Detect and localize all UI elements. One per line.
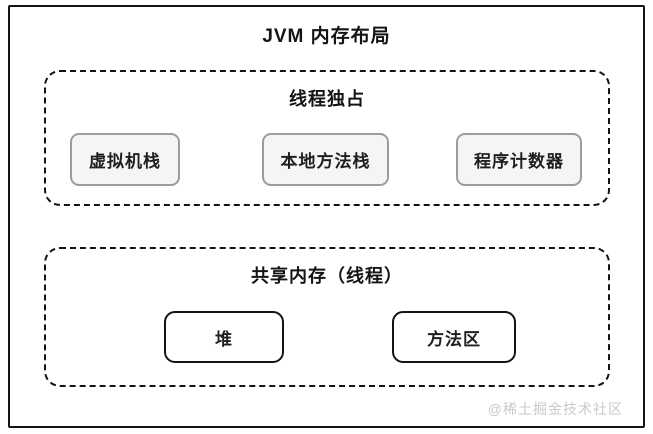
watermark: @稀土掘金技术社区 — [487, 401, 623, 417]
group-thread-exclusive: 线程独占 虚拟机栈 本地方法栈 程序计数器 — [44, 70, 610, 206]
node-method-area: 方法区 — [392, 311, 516, 363]
node-program-counter: 程序计数器 — [456, 133, 582, 186]
node-native-method-stack: 本地方法栈 — [262, 133, 389, 186]
group-thread-exclusive-title: 线程独占 — [289, 89, 365, 109]
node-vm-stack: 虚拟机栈 — [70, 133, 180, 186]
node-heap: 堆 — [164, 311, 284, 363]
diagram-title: JVM 内存布局 — [262, 26, 391, 47]
group-shared-memory: 共享内存（线程） 堆 方法区 — [44, 247, 610, 387]
outer-frame: JVM 内存布局 线程独占 虚拟机栈 本地方法栈 程序计数器 共享内存（线程） … — [8, 5, 645, 428]
group-shared-memory-title: 共享内存（线程） — [251, 266, 403, 286]
